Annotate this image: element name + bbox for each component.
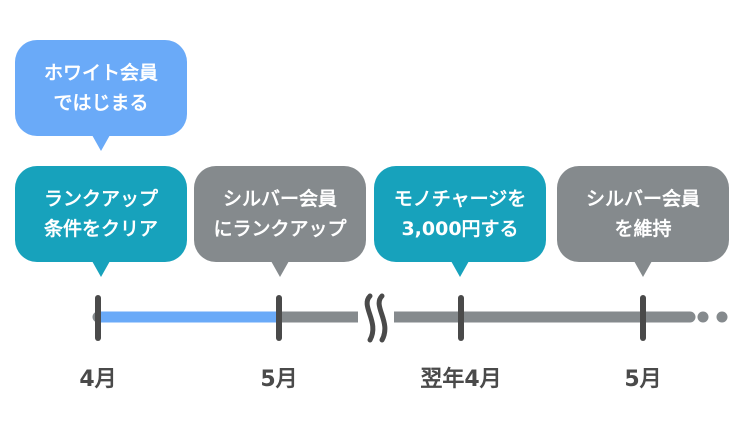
continuation-dot [716, 311, 728, 323]
event-bubble-line2: にランクアップ [213, 218, 347, 240]
event-bubble-silver-maintain: シルバー会員 を維持 [557, 166, 729, 277]
event-bubble-line1: モノチャージを [393, 188, 527, 210]
event-bubble-line2: 条件をクリア [43, 218, 158, 240]
event-bubble-silver-rank-up: シルバー会員 にランクアップ [194, 166, 366, 277]
start-bubble: ホワイト会員 ではじまる [15, 40, 187, 151]
event-bubble-line2: 3,000円する [401, 218, 519, 240]
break-squiggle-icon [364, 293, 376, 343]
break-squiggle-icon [376, 293, 388, 343]
event-bubble-line1: シルバー会員 [222, 188, 337, 210]
tick-label-next-april: 翌年4月 [420, 367, 502, 392]
event-bubble-line2: を維持 [614, 218, 672, 240]
tick-label-next-may: 5月 [624, 367, 662, 392]
tick-label-may: 5月 [260, 367, 298, 392]
tick-label-april: 4月 [79, 367, 117, 392]
event-bubble-line1: シルバー会員 [585, 188, 700, 210]
continuation-dot [697, 311, 709, 323]
event-bubble-line1: ランクアップ [43, 188, 158, 210]
start-bubble-line2: ではじまる [53, 92, 149, 114]
start-bubble-line1: ホワイト会員 [43, 62, 158, 84]
event-bubble-rank-up-condition: ランクアップ 条件をクリア [15, 166, 187, 277]
timeline-break-gap [358, 294, 394, 340]
event-bubble-mono-charge: モノチャージを 3,000円する [374, 166, 546, 277]
